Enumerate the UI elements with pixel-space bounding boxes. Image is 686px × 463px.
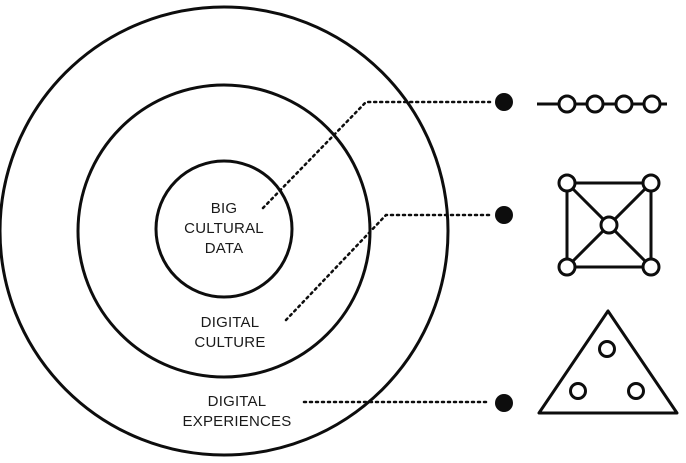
label-line: CULTURAL — [184, 220, 264, 237]
label-line: BIG — [210, 200, 238, 217]
inner-ring — [154, 159, 294, 299]
label-line: DIGITAL — [207, 393, 267, 410]
endpoint-dot-top — [495, 93, 513, 111]
endpoint-dot-bottom — [495, 394, 513, 412]
leader-line-digital-culture — [284, 213, 492, 322]
endpoint-dot-middle — [495, 206, 513, 224]
label-big-cultural-data: BIG CULTURAL DATA — [174, 199, 274, 259]
label-digital-experiences: DIGITAL EXPERIENCES — [167, 392, 307, 432]
label-line: EXPERIENCES — [182, 413, 292, 430]
label-line: DIGITAL — [200, 314, 260, 331]
label-digital-culture: DIGITAL CULTURE — [180, 313, 280, 353]
label-line: DATA — [204, 240, 244, 257]
triangle-cluster-icon — [537, 309, 679, 415]
leader-line-big-cultural-data — [261, 100, 492, 210]
chain-of-nodes-icon — [537, 94, 667, 114]
network-graph-icon — [557, 173, 661, 277]
outer-ring — [0, 5, 450, 457]
label-line: CULTURE — [194, 334, 266, 351]
